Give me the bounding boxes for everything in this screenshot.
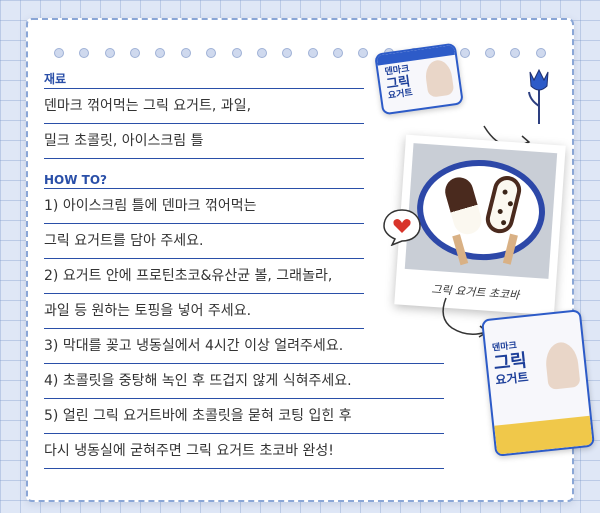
notebook-holes [54, 48, 546, 58]
package-title: 덴마크 그릭 요거트 [384, 64, 414, 102]
recipe-text: 재료 덴마크 꺾어먹는 그릭 요거트, 과일, 밀크 초콜릿, 아이스크림 틀 … [44, 70, 444, 469]
step-line: 3) 막대를 꽂고 냉동실에서 4시간 이상 얼려주세요. [44, 329, 444, 364]
step-line: 그릭 요거트를 담아 주세요. [44, 224, 364, 259]
package-model-image [423, 58, 455, 98]
step-line: 1) 아이스크림 틀에 덴마크 꺾어먹는 [44, 189, 364, 224]
hole [282, 48, 293, 58]
heart-speech-bubble-icon [383, 209, 421, 246]
hole [104, 48, 115, 58]
hole [231, 48, 242, 58]
hole [79, 48, 90, 58]
step-line: 과일 등 원하는 토핑을 넣어 주세요. [44, 294, 364, 329]
ingredients-heading: 재료 [44, 70, 364, 89]
hole [307, 48, 318, 58]
step-line: 2) 요거트 안에 프로틴초코&유산균 볼, 그래놀라, [44, 259, 364, 294]
yogurt-package-image-large: 덴마크 그릭 요거트 [481, 309, 595, 457]
hole [459, 48, 470, 58]
step-line: 4) 초콜릿을 중탕해 녹인 후 뜨겁지 않게 식혀주세요. [44, 364, 444, 399]
yogurt-package-image: 덴마크 그릭 요거트 [374, 42, 464, 116]
choco-bar-photo [404, 143, 558, 279]
tulip-icon [528, 68, 549, 124]
ingredients-line: 덴마크 꺾어먹는 그릭 요거트, 과일, [44, 89, 364, 124]
hole [358, 48, 369, 58]
step-line: 5) 얼린 그릭 요거트바에 초콜릿을 묻혀 코팅 입힌 후 [44, 399, 444, 434]
hole [535, 48, 546, 58]
plate [413, 155, 549, 265]
hole [155, 48, 166, 58]
step-line: 다시 냉동실에 굳혀주면 그릭 요거트 초코바 완성! [44, 434, 444, 469]
hole [485, 48, 496, 58]
hole [332, 48, 343, 58]
package-model-image [544, 341, 581, 391]
package-title: 덴마크 그릭 요거트 [491, 341, 530, 388]
hole [130, 48, 141, 58]
hole [206, 48, 217, 58]
hole [180, 48, 191, 58]
hole [510, 48, 521, 58]
package-band [494, 415, 593, 455]
howto-heading: HOW TO? [44, 173, 364, 189]
hole [256, 48, 267, 58]
hole [54, 48, 64, 58]
ingredients-line: 밀크 초콜릿, 아이스크림 틀 [44, 124, 364, 159]
